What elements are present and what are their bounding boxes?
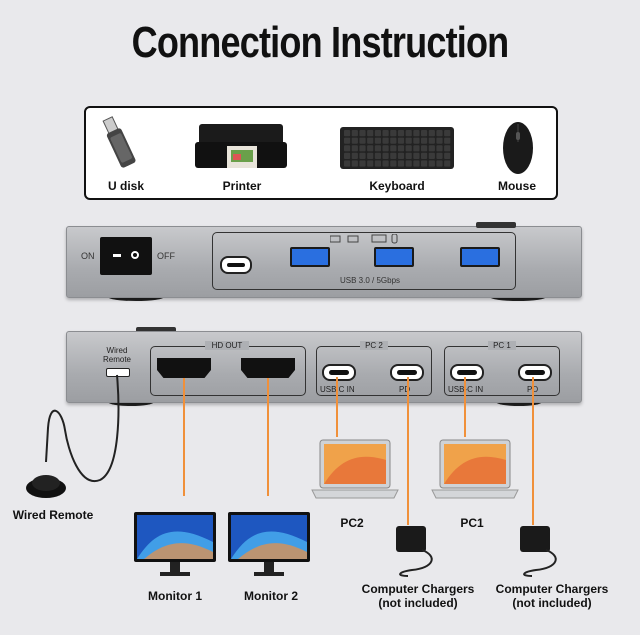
wired-remote-label-line2: Remote <box>102 355 131 364</box>
pc1-label-bottom: PC1 <box>460 516 484 530</box>
power-switch[interactable] <box>100 237 152 275</box>
usb-a-port-1[interactable] <box>290 247 330 267</box>
peripheral-label-mouse: Mouse <box>497 179 536 193</box>
connector-line-pc2-charger <box>407 377 409 525</box>
hdmi-port-2[interactable] <box>241 358 295 378</box>
charger-label-line1: Computer Chargers <box>495 582 609 596</box>
charger-label-line2: (not included) <box>378 596 458 610</box>
usb-speed-label: USB 3.0 / 5Gbps <box>339 276 401 285</box>
device-button <box>476 222 516 228</box>
power-off-label: OFF <box>157 251 175 261</box>
pc1-label: PC 1 <box>488 341 516 350</box>
wired-remote-port-label: Wired Remote <box>98 346 136 364</box>
peripheral-label-keyboard: Keyboard <box>369 179 425 193</box>
charger-icon-pc2 <box>396 526 433 577</box>
switch-off-mark <box>131 251 139 259</box>
hdmi-port-1[interactable] <box>157 358 211 378</box>
pc2-usbc-in-port[interactable] <box>322 364 356 381</box>
charger-label-line2: (not included) <box>512 596 592 610</box>
page-title: Connection Instruction <box>131 18 510 67</box>
wired-remote-label: Wired Remote <box>12 508 94 522</box>
wired-remote-icon <box>26 475 66 498</box>
pc1-laptop-icon <box>431 439 519 499</box>
wired-remote-cable <box>45 374 120 483</box>
connector-line-pc1-charger <box>532 377 534 525</box>
switch-on-mark <box>113 254 121 257</box>
hd-out-label: HD OUT <box>205 341 249 350</box>
monitor1-icon <box>134 512 216 576</box>
peripheral-glyphs-icon <box>330 234 398 244</box>
usb-a-port-3[interactable] <box>460 247 500 267</box>
pc2-label-bottom: PC2 <box>340 516 364 530</box>
power-on-label: ON <box>81 251 95 261</box>
pc1-usbc-in-port[interactable] <box>450 364 484 381</box>
connector-line-monitor1 <box>183 378 185 496</box>
peripheral-label-udisk: U disk <box>107 179 144 193</box>
peripherals-panel <box>84 106 558 200</box>
front-usbc-port[interactable] <box>220 256 252 274</box>
peripheral-label-printer: Printer <box>222 179 262 193</box>
pc2-pd-label: PD <box>399 385 411 394</box>
pc2-laptop-icon <box>311 439 399 499</box>
connector-line-pc2 <box>336 377 338 437</box>
monitor2-label: Monitor 2 <box>244 589 298 603</box>
device-button <box>136 327 176 333</box>
pc1-pd-port[interactable] <box>518 364 552 381</box>
front-port-group <box>212 232 516 290</box>
wired-remote-label-line1: Wired <box>106 346 128 355</box>
charger-label-line1: Computer Chargers <box>361 582 475 596</box>
keyboard-icon <box>340 127 454 169</box>
charger-label-pc2: Computer Chargers (not included) <box>356 582 480 610</box>
charger-icon-pc1 <box>520 526 557 577</box>
connector-line-pc1 <box>464 377 466 437</box>
usb-disk-icon <box>102 116 136 168</box>
charger-label-pc1: Computer Chargers (not included) <box>490 582 614 610</box>
monitor1-label: Monitor 1 <box>148 589 202 603</box>
usb-a-port-2[interactable] <box>374 247 414 267</box>
pc2-label: PC 2 <box>360 341 388 350</box>
mouse-icon <box>503 122 533 174</box>
printer-icon <box>195 124 287 168</box>
connector-line-monitor2 <box>267 378 269 496</box>
monitor2-icon <box>228 512 310 576</box>
